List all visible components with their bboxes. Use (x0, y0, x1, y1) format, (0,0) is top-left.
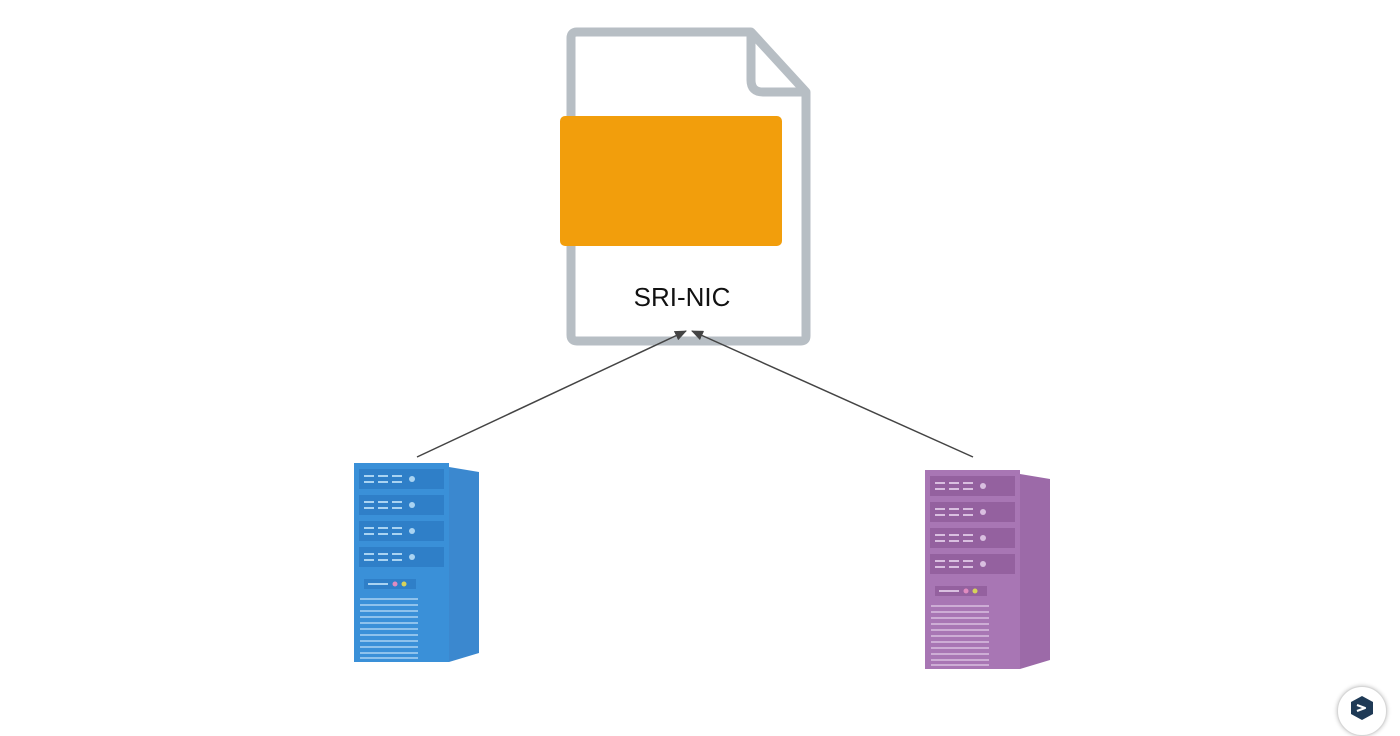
arrow-left-server-to-document (416, 330, 687, 458)
server-tower-icon (925, 470, 1050, 669)
server-tower-icon (354, 463, 479, 662)
arrow-right-server-to-document (691, 330, 974, 458)
document-label: SRI-NIC (634, 282, 731, 312)
app-logo-icon (1351, 696, 1373, 720)
diagram-canvas: SRI-NIC (354, 27, 1050, 669)
floating-action-button[interactable] (1337, 686, 1387, 736)
document-icon: SRI-NIC (560, 27, 811, 346)
document-fold (746, 32, 806, 97)
document-color-block (560, 116, 782, 246)
